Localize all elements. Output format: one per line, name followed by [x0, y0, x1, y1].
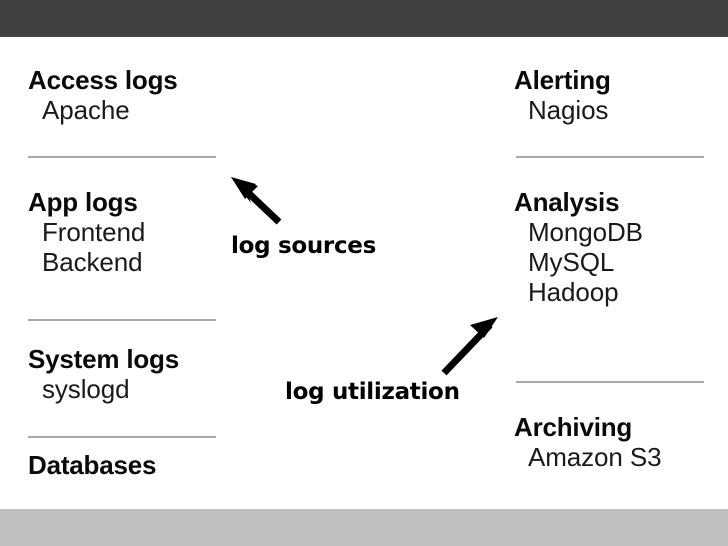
group-title: Analysis: [514, 187, 620, 217]
group-item: Nagios: [528, 95, 609, 125]
group-title: System logs: [28, 344, 179, 374]
group-analysis: Analysis MongoDB MySQL Hadoop: [514, 187, 728, 307]
group-item: Backend: [42, 247, 143, 277]
divider: [516, 381, 704, 383]
group-item: MongoDB: [528, 217, 643, 247]
group-item: MySQL: [528, 247, 615, 277]
divider: [516, 156, 704, 158]
group-title: Archiving: [514, 412, 633, 442]
group-access-logs: Access logs Apache: [28, 65, 328, 125]
group-item: Apache: [42, 95, 130, 125]
divider: [28, 319, 216, 321]
group-title: Alerting: [514, 65, 611, 95]
group-system-logs: System logs syslogd: [28, 344, 328, 404]
group-item: Hadoop: [528, 277, 619, 307]
group-title: Access logs: [28, 65, 178, 95]
viewer-top-bar: [0, 0, 728, 37]
group-title: App logs: [28, 187, 138, 217]
group-archiving: Archiving Amazon S3: [514, 412, 728, 472]
group-app-logs: App logs Frontend Backend: [28, 187, 328, 277]
divider: [28, 436, 216, 438]
viewer-bottom-bar: [0, 509, 728, 546]
group-databases: Databases: [28, 450, 328, 480]
group-item: syslogd: [42, 374, 130, 404]
group-title: Databases: [28, 450, 157, 480]
group-item: Frontend: [42, 217, 146, 247]
group-alerting: Alerting Nagios: [514, 65, 728, 125]
arrow-up-right-icon: [441, 317, 498, 376]
slide-canvas: Access logs Apache App logs Frontend Bac…: [4, 37, 724, 509]
group-item: Amazon S3: [528, 442, 662, 472]
annotation-log-sources: log sources: [231, 233, 376, 259]
annotation-log-utilization: log utilization: [285, 379, 460, 405]
divider: [28, 156, 216, 158]
